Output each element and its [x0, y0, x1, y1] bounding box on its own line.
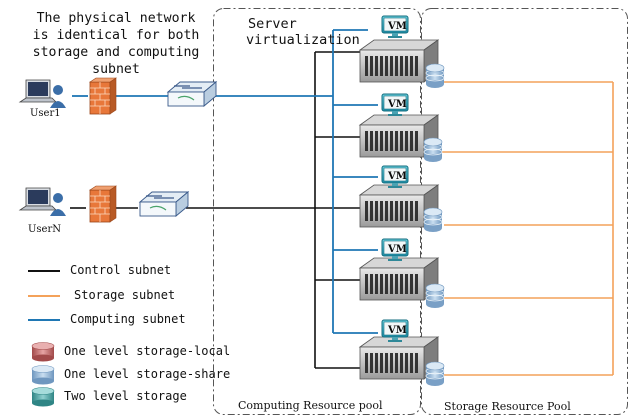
user1-label: User1	[30, 108, 61, 119]
virtualization-title-line2: virtualization	[246, 32, 360, 48]
switch-icon-1	[167, 81, 217, 107]
legend-disk-local-icon	[31, 342, 55, 362]
control-subnet-lines	[70, 51, 362, 369]
legend-disk-two-level-icon	[31, 387, 55, 407]
vm-3: VM	[381, 165, 409, 189]
svg-text:VM: VM	[387, 99, 407, 110]
user1-computer-icon	[19, 79, 67, 109]
legend-two-level-label: Two level storage	[64, 389, 187, 403]
firewall-icon-1	[89, 77, 117, 115]
note-line-2: is identical for both	[32, 28, 200, 43]
svg-text:VM: VM	[387, 244, 407, 255]
storage-disk-4	[425, 283, 445, 309]
storage-disk-1	[425, 63, 445, 89]
storage-disk-2	[423, 137, 443, 163]
legend-computing-label: Computing subnet	[70, 312, 186, 326]
note-line-1: The physical network	[36, 11, 196, 26]
virtualization-title-line1: Server	[248, 16, 297, 32]
physical-network-note: The physical network is identical for bot…	[0, 10, 232, 78]
server-virtualization-title: Server virtualization	[246, 16, 360, 48]
computing-pool-label: Computing Resource pool	[238, 399, 383, 412]
storage-subnet-lines	[442, 81, 614, 376]
storage-resource-pool-box	[421, 8, 628, 415]
vm-2: VM	[381, 93, 409, 117]
computing-subnet-lines	[72, 29, 378, 334]
svg-text:VM: VM	[387, 21, 407, 32]
firewall-icon-2	[89, 185, 117, 223]
vm-4: VM	[381, 238, 409, 262]
storage-disk-3	[423, 207, 443, 233]
userN-label: UserN	[28, 224, 62, 235]
vm-5: VM	[381, 319, 409, 343]
userN-computer-icon	[19, 187, 67, 217]
svg-text:VM: VM	[387, 325, 407, 336]
storage-disk-5	[425, 361, 445, 387]
switch-icon-2	[139, 191, 189, 217]
vm-1: VM	[381, 15, 409, 39]
legend-one-local-label: One level storage-local	[64, 344, 231, 358]
note-line-4: subnet	[92, 62, 140, 77]
svg-text:VM: VM	[387, 171, 407, 182]
legend-one-share-label: One level storage-share	[64, 367, 231, 381]
note-line-3: storage and computing	[32, 45, 200, 60]
legend-storage-label: Storage subnet	[74, 288, 176, 302]
storage-pool-label: Storage Resource Pool	[444, 400, 571, 413]
legend-control-label: Control subnet	[70, 263, 172, 277]
legend-disk-share-icon	[31, 365, 55, 385]
